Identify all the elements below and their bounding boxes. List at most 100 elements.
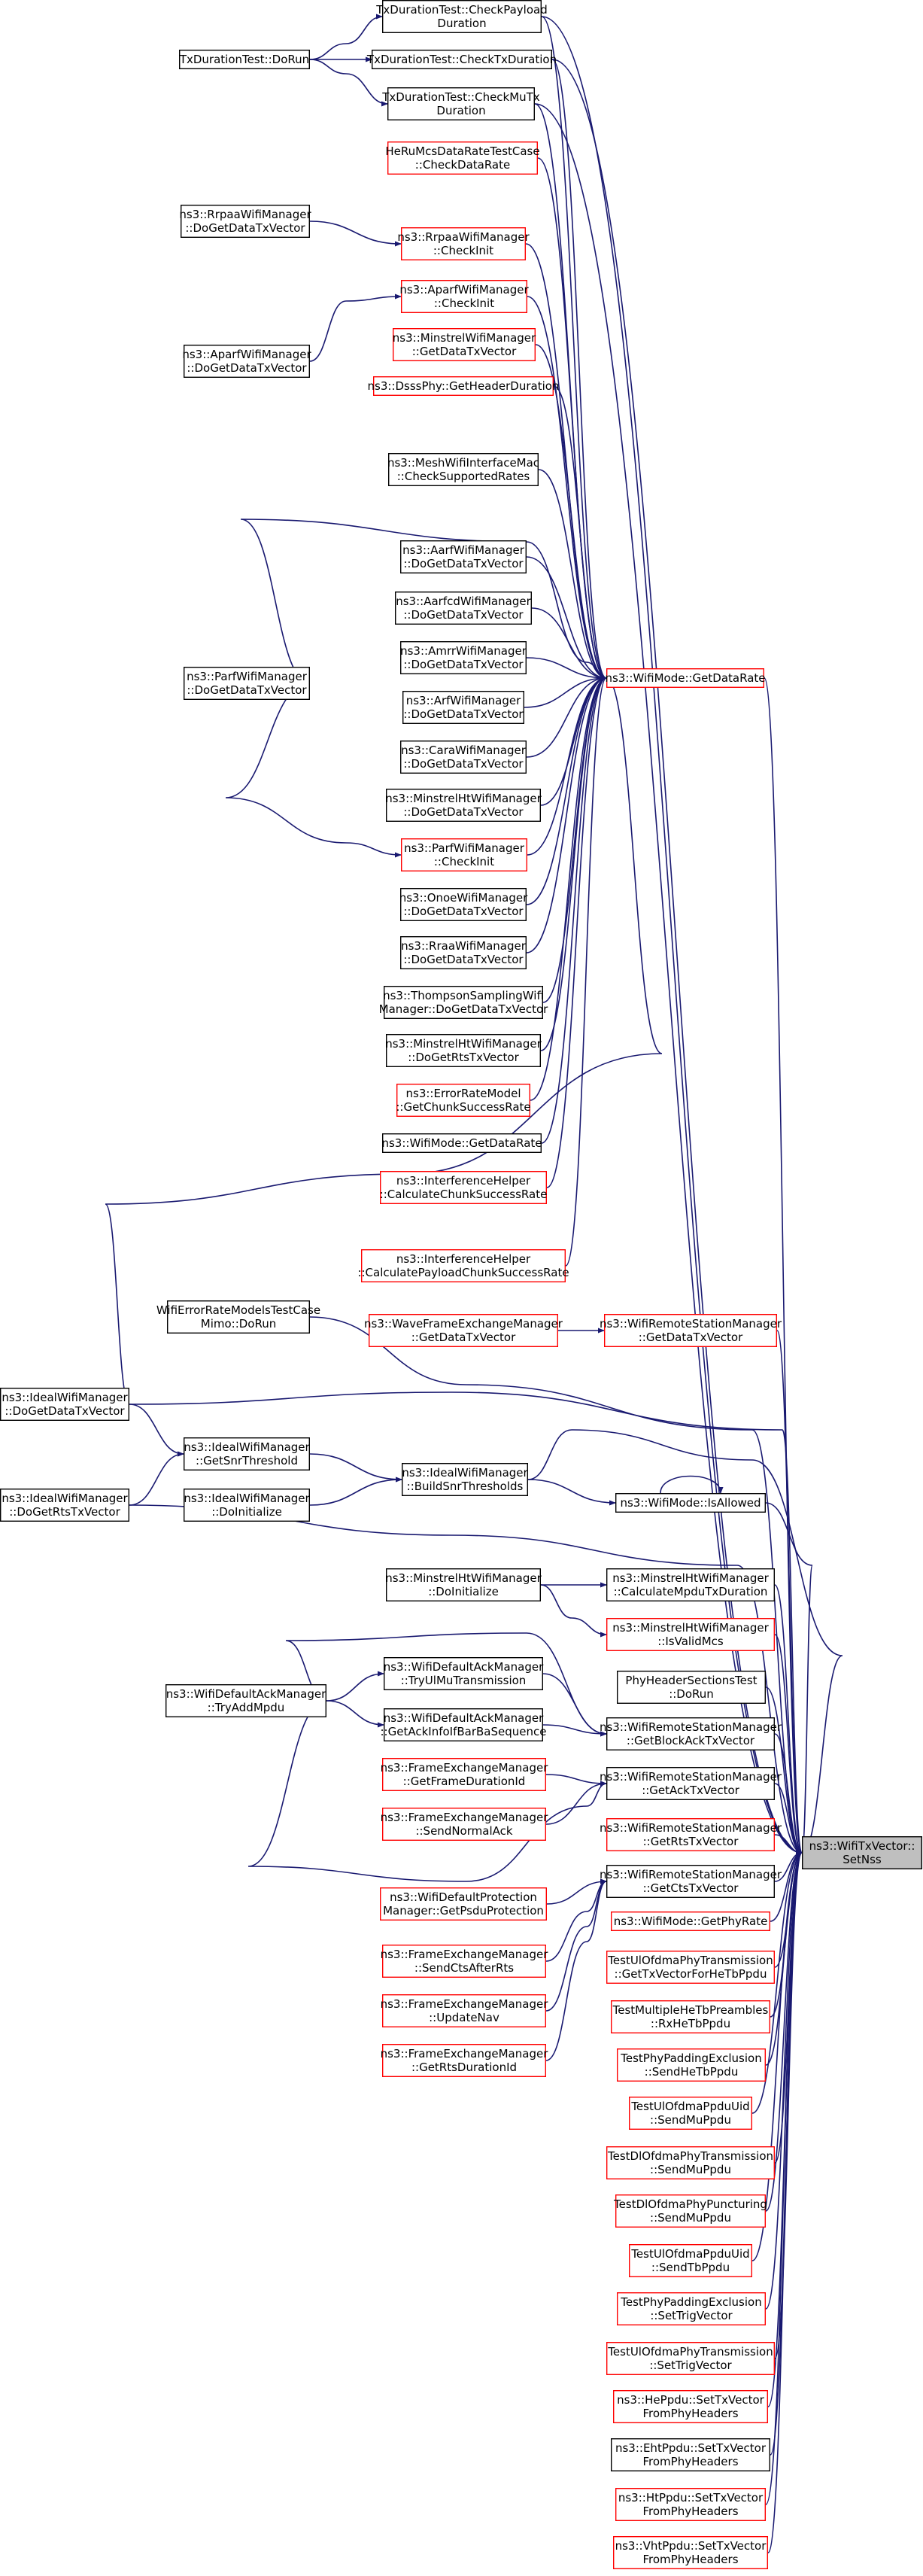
edge-n16-to-n17 [526,657,607,681]
edge-n41-to-n51 [774,1634,803,1856]
edge-n38-self-loop [660,1475,724,1494]
graph-node-n29[interactable]: ns3::InterferenceHelper::CalculatePayloa… [357,1248,569,1282]
graph-node-n15[interactable]: ns3::ParfWifiManager::DoGetDataTxVector [183,667,311,701]
graph-node-n33[interactable]: ns3::IdealWifiManager::DoGetDataTxVector [0,1387,130,1421]
graph-node-n25[interactable]: ns3::MinstrelHtWifiManager::DoGetRtsTxVe… [385,1033,542,1067]
graph-node-n46[interactable]: ns3::WifiRemoteStationManager::GetBlockA… [600,1717,782,1750]
node-label: ns3::MinstrelWifiManager [393,331,536,345]
graph-node-n54[interactable]: ns3::WifiMode::GetPhyRate [611,1911,771,1931]
graph-node-n32[interactable]: ns3::WifiRemoteStationManager::GetDataTx… [600,1313,782,1347]
graph-node-n5[interactable]: HeRuMcsDataRateTestCase::CheckDataRate [385,141,540,175]
node-box [382,1757,547,1791]
graph-node-n16[interactable]: ns3::AmrrWifiManager::DoGetDataTxVector [400,641,527,675]
node-label: ::DoGetDataTxVector [403,805,524,819]
node-box [183,1488,311,1522]
graph-node-n23[interactable]: ns3::RraaWifiManager::DoGetDataTxVector [400,935,527,969]
edge-n65-to-n51 [765,1850,803,2310]
graph-node-n42[interactable]: PhyHeaderSectionsTest::DoRun [617,1670,767,1704]
graph-node-n55[interactable]: ns3::FrameExchangeManager::SendCtsAfterR… [381,1944,549,1978]
graph-node-n62[interactable]: TestDlOfdmaPhyTransmission::SendMuPpdu [606,2146,776,2179]
graph-node-n28[interactable]: ns3::InterferenceHelper::CalculateChunkS… [380,1170,548,1204]
graph-node-n44[interactable]: ns3::WifiDefaultAckManager::TryAddMpdu [165,1683,326,1717]
node-label: ::GetRtsDurationId [411,2060,517,2074]
graph-node-n18[interactable]: ns3::ArfWifiManager::DoGetDataTxVector [402,691,525,725]
graph-node-n6[interactable]: ns3::RrpaaWifiManager::DoGetDataTxVector [179,205,311,239]
graph-node-n22[interactable]: ns3::OnoeWifiManager::DoGetDataTxVector [399,887,528,921]
graph-node-n2[interactable]: TxDurationTest::DoRun [179,49,311,69]
graph-node-n40[interactable]: ns3::MinstrelHtWifiManager::CalculateMpd… [606,1568,776,1601]
node-label: ns3::WifiMode::GetDataRate [381,1136,542,1150]
node-label: TestUlOfdmaPpduUid [630,2247,749,2261]
graph-node-n17[interactable]: ns3::WifiMode::GetDataRate [605,668,766,689]
graph-node-n50[interactable]: ns3::WifiRemoteStationManager::GetRtsTxV… [600,1817,782,1851]
graph-node-n35[interactable]: ns3::IdealWifiManager::BuildSnrThreshold… [402,1462,529,1496]
edge-n49-to-n48 [545,1781,607,1825]
graph-node-n37[interactable]: ns3::IdealWifiManager::DoInitialize [183,1488,311,1522]
graph-node-n20[interactable]: ns3::MinstrelHtWifiManager::DoGetDataTxV… [385,788,542,822]
graph-node-n38[interactable]: ns3::WifiMode::IsAllowed [615,1492,767,1513]
graph-node-n19[interactable]: ns3::CaraWifiManager::DoGetDataTxVector [400,741,527,774]
graph-node-n13[interactable]: ns3::AarfWifiManager::DoGetDataTxVector [400,540,527,574]
graph-node-n65[interactable]: TestPhyPaddingExclusion::SetTrigVector [617,2292,767,2325]
node-label: ::RxHeTbPpdu [651,2017,730,2030]
graph-node-n52[interactable]: ns3::WifiRemoteStationManager::GetCtsTxV… [600,1864,782,1898]
node-label: ns3::WifiMode::GetPhyRate [614,1915,768,1928]
node-box [382,1994,547,2027]
graph-node-n64[interactable]: TestUlOfdmaPpduUid::SendTbPpdu [629,2243,753,2277]
graph-node-n57[interactable]: ns3::FrameExchangeManager::UpdateNav [381,1994,549,2027]
graph-node-n7[interactable]: ns3::RrpaaWifiManager::CheckInit [397,227,530,261]
graph-node-n11[interactable]: ns3::DsssPhy::GetHeaderDuration [368,376,560,397]
graph-node-n56[interactable]: TestUlOfdmaPhyTransmission::GetTxVectorF… [606,1950,776,1984]
graph-node-n39[interactable]: ns3::MinstrelHtWifiManager::DoInitialize [385,1568,542,1601]
graph-node-n26[interactable]: ns3::ErrorRateModel::GetChunkSuccessRate [396,1083,531,1117]
graph-node-n49[interactable]: ns3::FrameExchangeManager::SendNormalAck [381,1807,549,1841]
graph-node-n14[interactable]: ns3::AarfcdWifiManager::DoGetDataTxVecto… [395,592,533,625]
node-label: TestUlOfdmaPpduUid [630,2100,749,2113]
graph-node-n27[interactable]: ns3::WifiMode::GetDataRate [381,1133,542,1153]
node-label: TestPhyPaddingExclusion [620,2051,761,2065]
graph-node-n24[interactable]: ns3::ThompsonSamplingWifiManager::DoGetD… [379,985,549,1019]
edge-n39-to-n41 [540,1584,607,1638]
graph-node-n34[interactable]: ns3::IdealWifiManager::GetSnrThreshold [183,1437,311,1470]
edge-n47-to-n48 [545,1774,607,1787]
graph-node-n8[interactable]: ns3::AparfWifiManager::CheckInit [399,280,529,314]
graph-node-n58[interactable]: TestMultipleHeTbPreambles::RxHeTbPpdu [611,2000,771,2033]
graph-node-n43[interactable]: ns3::WifiDefaultAckManager::TryUlMuTrans… [384,1656,544,1690]
graph-node-n60[interactable]: TestPhyPaddingExclusion::SendHeTbPpdu [617,2048,767,2082]
graph-node-n61[interactable]: TestUlOfdmaPpduUid::SendMuPpdu [629,2096,753,2130]
graph-node-n41[interactable]: ns3::MinstrelHtWifiManager::IsValidMcs [606,1617,776,1651]
graph-node-n63[interactable]: TestDlOfdmaPhyPuncturing::SendMuPpdu [613,2194,767,2228]
graph-node-n59[interactable]: ns3::FrameExchangeManager::GetRtsDuratio… [381,2043,549,2077]
graph-node-n12[interactable]: ns3::MeshWifiInterfaceMac::CheckSupporte… [387,453,539,487]
node-label: ::GetDataTxVector [639,1331,743,1344]
graph-node-n51[interactable]: ns3::WifiTxVector::SetNss [801,1835,922,1869]
graph-node-n31[interactable]: ns3::WaveFrameExchangeManager::GetDataTx… [364,1313,563,1347]
graph-node-n47[interactable]: ns3::FrameExchangeManager::GetFrameDurat… [381,1757,549,1791]
graph-node-n48[interactable]: ns3::WifiRemoteStationManager::GetAckTxV… [600,1766,782,1800]
node-label: ns3::RrpaaWifiManager [179,208,311,221]
graph-node-n53[interactable]: ns3::WifiDefaultProtectionManager::GetPs… [380,1887,548,1921]
node-label: ::CalculatePayloadChunkSuccessRate [357,1266,569,1279]
node-label: ::GetDataTxVector [411,1331,516,1344]
graph-node-n10[interactable]: ns3::MinstrelWifiManager::GetDataTxVecto… [393,328,536,362]
node-box [401,227,527,261]
node-label: ::DoGetDataTxVector [403,557,524,570]
graph-node-n21[interactable]: ns3::ParfWifiManager::CheckInit [401,838,528,871]
graph-node-n3[interactable]: TxDurationTest::CheckTxDuration [366,49,557,69]
graph-node-n36[interactable]: ns3::IdealWifiManager::DoGetRtsTxVector [0,1488,130,1522]
graph-node-n45[interactable]: ns3::WifiDefaultAckManager::GetAckInfoIf… [381,1708,547,1741]
node-label: ns3::WifiTxVector:: [809,1839,915,1853]
node-label: ::SendNormalAck [415,1824,512,1838]
graph-node-n66[interactable]: TestUlOfdmaPhyTransmission::SetTrigVecto… [606,2341,776,2375]
edge-n25-to-n17 [540,675,607,1051]
node-label: TxDurationTest::CheckMuTx [381,90,540,104]
graph-node-n9[interactable]: ns3::AparfWifiManager::DoGetDataTxVector [182,345,311,379]
edge-n26-to-n17 [530,675,607,1101]
